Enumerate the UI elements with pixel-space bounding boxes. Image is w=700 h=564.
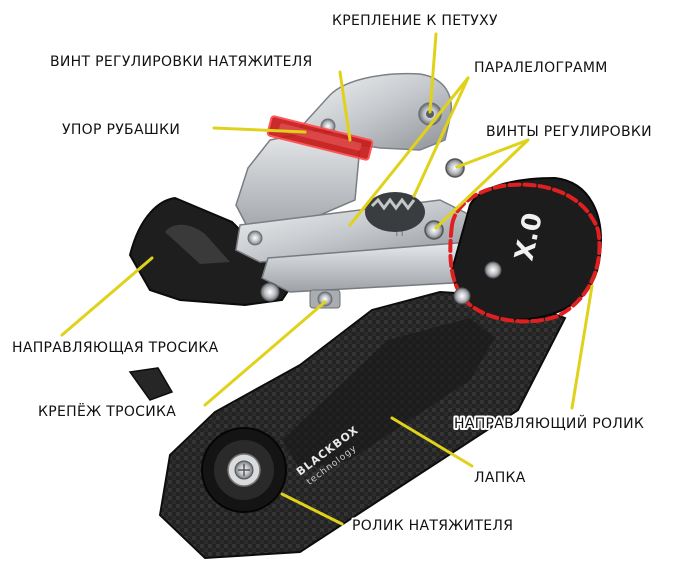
leader-tension-screw [338,70,352,142]
leader-lines [60,32,594,526]
leader-guide-pulley [570,284,594,410]
leader-tension-pulley [280,492,344,526]
label-housing-stop: УПОР РУБАШКИ [62,122,180,138]
label-cage: ЛАПКА [474,470,526,486]
parallelogram-spring [365,192,425,232]
label-hanger-mount: КРЕПЛЕНИЕ К ПЕТУХУ [332,13,498,29]
derailleur-illustration: BLACKBOX technology H [128,72,602,560]
label-cable-clamp: КРЕПЁЖ ТРОСИКА [38,402,176,420]
labels: КРЕПЛЕНИЕ К ПЕТУХУ ВИНТ РЕГУЛИРОВКИ НАТЯ… [10,11,654,536]
tension-pulley-wheel [201,427,287,513]
leader-parallelogram-b [412,76,470,198]
label-guide-pulley: НАПРАВЛЯЮЩИЙ РОЛИК [454,414,644,432]
leader-cable-guide [60,256,154,337]
cage-tab [128,367,174,401]
label-limit-screws: ВИНТЫ РЕГУЛИРОВКИ [486,124,652,140]
leader-cage [390,416,474,468]
parallelogram-mark: H [395,225,404,239]
pivot-bolt-lower-left [260,282,280,302]
leader-limit-screws-b [434,138,530,230]
cable-guide-slot [165,224,230,264]
label-tension-screw: ВИНТ РЕГУЛИРОВКИ НАТЯЖИТЕЛЯ [50,54,313,70]
cable-clamp-bolt [309,289,341,309]
label-tension-pulley: РОЛИК НАТЯЖИТЕЛЯ [352,518,513,534]
label-cable-guide: НАПРАВЛЯЮЩАЯ ТРОСИКА [12,340,219,356]
label-parallelogram: ПАРАЛЕЛОГРАММ [474,60,608,76]
leader-parallelogram-a [348,76,470,227]
b-knuckle [298,72,452,151]
limit-screw-upper [445,158,465,178]
leader-limit-screws-a [455,138,530,169]
leader-housing-stop [212,126,307,134]
leader-cable-clamp [203,300,327,407]
pivot-bolt-upper-left [247,230,263,246]
cage-inner-plate [282,318,495,470]
leader-hanger-mount [428,32,438,114]
